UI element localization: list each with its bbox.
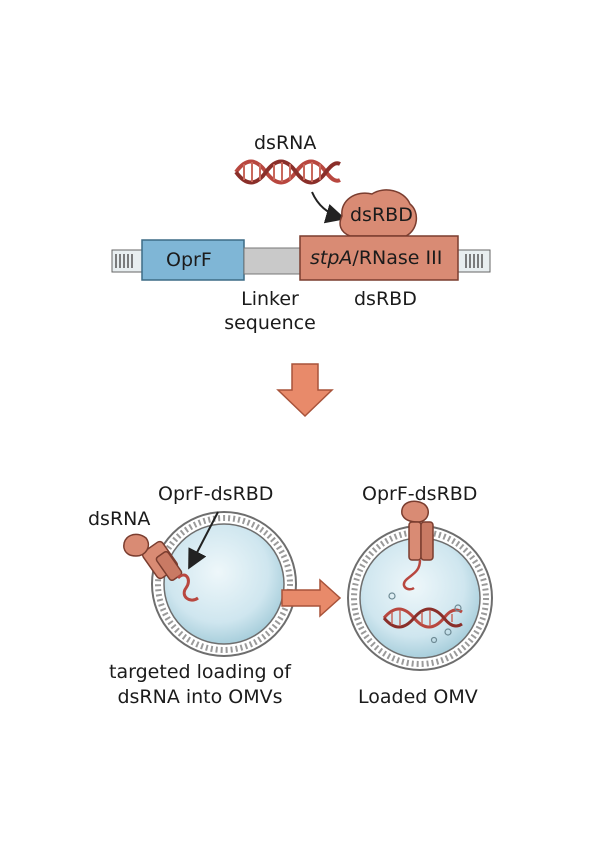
left-fusion-protein <box>123 533 183 582</box>
left-omv-vesicle <box>151 511 297 657</box>
linker-box <box>243 247 301 275</box>
left-caption-line2: dsRNA into OMVs <box>117 686 283 708</box>
dsrbd-domain-label: dsRBD <box>350 204 413 226</box>
stpa-rnase-label: stpA/RNase III <box>310 247 442 269</box>
binding-arrow <box>311 191 346 224</box>
left-internal-dsrna <box>176 573 199 602</box>
right-fusion-label: OprF-dsRBD <box>362 483 478 505</box>
linker-label-line1: Linker <box>241 288 299 310</box>
dsrbd-below-label: dsRBD <box>354 288 417 310</box>
dsrna-helix-top <box>234 159 341 185</box>
right-tail-dsrna <box>402 559 422 591</box>
right-caption: Loaded OMV <box>358 686 478 708</box>
dna-strand-right <box>455 249 491 273</box>
left-dsrna-label: dsRNA <box>88 508 151 530</box>
dsrna-label-top: dsRNA <box>254 132 317 154</box>
fusion-pointer-arrow <box>188 511 219 570</box>
dsrbd-domain-blob <box>339 189 418 237</box>
linker-label-line2: sequence <box>224 312 316 334</box>
right-arrow <box>281 578 342 618</box>
right-internal-dsrna-helix <box>382 607 463 629</box>
down-arrow <box>276 363 334 418</box>
left-caption-line1: targeted loading of <box>109 661 291 683</box>
right-vesicle-dots <box>388 592 462 644</box>
right-fusion-protein <box>401 500 434 561</box>
left-fusion-label: OprF-dsRBD <box>158 483 274 505</box>
stpa-rnase-box <box>299 235 459 281</box>
oprf-label: OprF <box>166 249 212 271</box>
rnase-suffix: /RNase III <box>352 247 443 269</box>
stpa-italic: stpA <box>310 247 353 269</box>
oprf-gene-box <box>141 239 245 281</box>
